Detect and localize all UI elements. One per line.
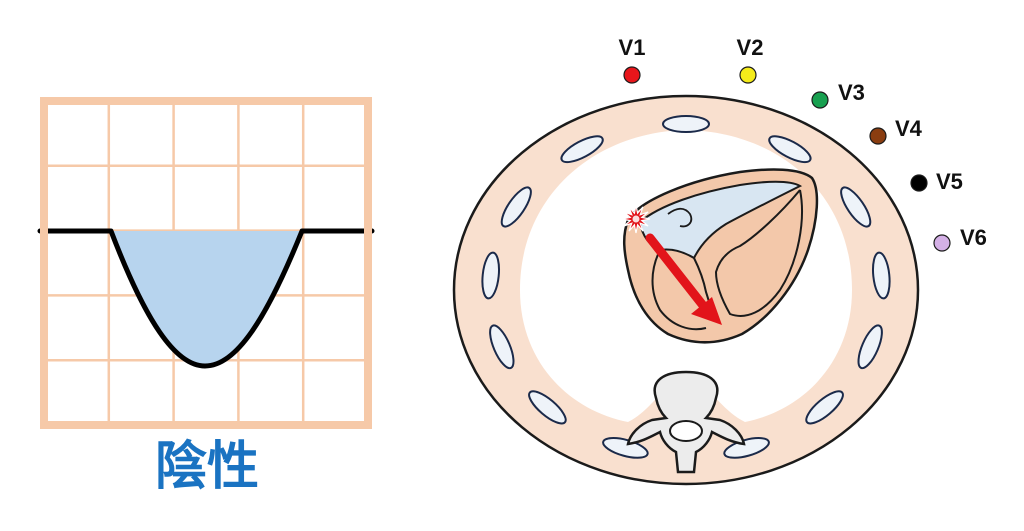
rib bbox=[500, 186, 532, 228]
rib bbox=[602, 437, 649, 459]
ecg-panel bbox=[37, 97, 375, 429]
excitation-origin-center bbox=[632, 215, 640, 223]
lead-label-v1: V1 bbox=[619, 35, 646, 60]
rib bbox=[723, 437, 770, 459]
vector-arrowhead bbox=[691, 297, 722, 325]
rib bbox=[857, 324, 883, 370]
precordial-leads: V1 V2 V3 V4 V5 V6 bbox=[619, 35, 987, 252]
rib bbox=[871, 251, 891, 300]
lead-v6: V6 bbox=[933, 225, 987, 252]
depolarization-vector bbox=[621, 204, 722, 325]
spinal-canal bbox=[669, 420, 703, 442]
right-ventricle bbox=[651, 249, 707, 331]
electrode-v6-icon bbox=[933, 234, 951, 252]
ecg-grid-border bbox=[40, 97, 372, 429]
electrode-v1-icon bbox=[623, 66, 641, 84]
lead-label-v6: V6 bbox=[960, 225, 987, 250]
rib bbox=[560, 135, 604, 164]
chest-cross-section bbox=[452, 94, 920, 486]
rib bbox=[768, 135, 812, 164]
lead-v1: V1 bbox=[619, 35, 646, 84]
rib bbox=[840, 186, 872, 228]
vector-arrow bbox=[645, 233, 710, 313]
lead-label-v4: V4 bbox=[895, 116, 923, 141]
electrode-v2-icon bbox=[739, 66, 757, 84]
lead-label-v3: V3 bbox=[838, 80, 865, 105]
ecg-trace bbox=[37, 228, 375, 369]
rib bbox=[662, 115, 710, 133]
lead-label-v5: V5 bbox=[936, 169, 963, 194]
valve-line bbox=[667, 207, 693, 228]
lead-v2: V2 bbox=[737, 35, 764, 84]
electrode-v5-icon bbox=[910, 174, 928, 192]
lead-label-v2: V2 bbox=[737, 35, 764, 60]
electrode-v3-icon bbox=[811, 91, 829, 109]
lead-v3: V3 bbox=[811, 80, 865, 109]
rib bbox=[805, 390, 844, 425]
deflection-caption: 陰性 bbox=[155, 437, 259, 497]
rib bbox=[528, 390, 567, 425]
vertebra bbox=[626, 370, 746, 474]
lead-v5: V5 bbox=[910, 169, 963, 194]
rib bbox=[489, 324, 515, 370]
lead-v4: V4 bbox=[869, 116, 923, 145]
electrode-v4-icon bbox=[869, 127, 887, 145]
negative-deflection-area bbox=[111, 231, 302, 366]
ribs bbox=[481, 115, 891, 459]
heart bbox=[623, 168, 819, 344]
rib bbox=[481, 251, 501, 300]
left-ventricle bbox=[714, 189, 803, 317]
